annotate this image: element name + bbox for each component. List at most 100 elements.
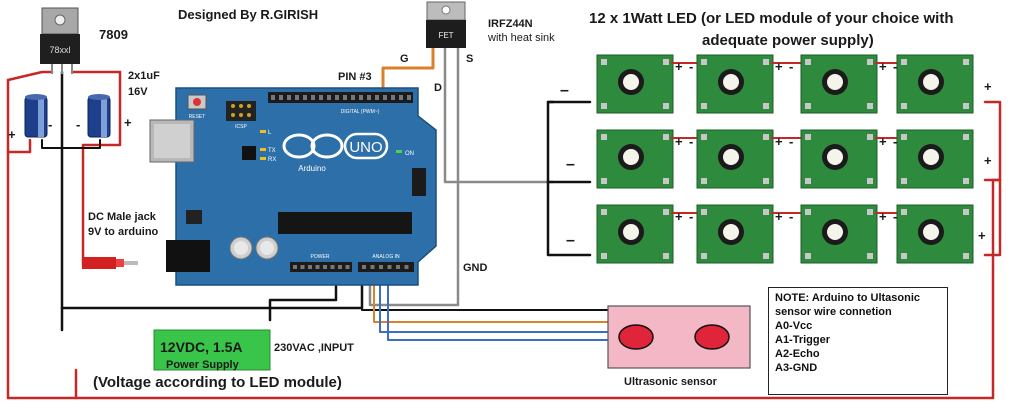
header-pin	[391, 95, 395, 100]
orange-wire-gate	[381, 46, 435, 100]
header-pin	[295, 95, 299, 100]
icsp-header	[226, 101, 256, 121]
capacitor-right	[87, 94, 111, 138]
psu-voltage-note: (Voltage according to LED module)	[93, 374, 342, 391]
label-analog: ANALOG IN	[372, 254, 400, 260]
pin3-label: PIN #3	[338, 71, 372, 83]
header-pin	[404, 265, 409, 269]
red-wire-reg-output	[6, 70, 54, 82]
led-minus-mark: -	[789, 59, 794, 74]
led-plus-mark: +	[675, 59, 683, 74]
dc-jack-label-1: DC Male jack	[88, 211, 156, 223]
led-module	[896, 129, 974, 189]
header-pin	[271, 95, 275, 100]
header-pin	[396, 265, 400, 269]
header-pin	[383, 95, 387, 100]
led-module	[596, 54, 674, 114]
header-pin	[303, 95, 307, 100]
header-pin	[311, 95, 315, 100]
capacitor-label-1: 2x1uF	[128, 70, 160, 82]
capacitor-left	[24, 94, 48, 138]
black-wire-cap-gnd2	[61, 139, 101, 149]
gray-wire-drain-led	[443, 46, 555, 184]
atmega-chip	[278, 212, 412, 234]
psu-subtitle: Power Supply	[166, 359, 239, 371]
led-module	[896, 204, 974, 264]
note-line-5: A2-Echo	[775, 348, 820, 360]
led-module	[696, 129, 774, 189]
header-pin	[300, 265, 305, 269]
header-pin	[362, 265, 366, 269]
mosfet-label-1: IRFZ44N	[488, 18, 533, 30]
led-row2-minus: –	[566, 156, 575, 173]
header-pin	[308, 265, 312, 269]
led-plus-mark: +	[775, 134, 783, 149]
header-pin	[319, 95, 323, 100]
wires	[6, 46, 1002, 400]
led-minus-mark: -	[893, 134, 898, 149]
arduino-uno-board: UNO Arduino L TX RX ON POWER ANALOG IN D…	[149, 87, 437, 286]
led-minus-mark: -	[689, 59, 694, 74]
regulator-label: 7809	[99, 27, 128, 42]
black-wire-sensor-a3	[361, 274, 621, 311]
psu-input-label: 230VAC ,INPUT	[274, 342, 354, 354]
header-pin	[327, 95, 331, 100]
mosfet-pin-g: G	[400, 53, 409, 65]
led-plus-mark: +	[675, 209, 683, 224]
sensor-eye-right	[694, 324, 730, 350]
led-minus-mark: -	[789, 134, 794, 149]
usb-chip	[242, 146, 256, 160]
led-minus-mark: -	[689, 209, 694, 224]
designer-title: Designed By R.GIRISH	[178, 7, 319, 22]
dc-jack-label-2: 9V to arduino	[88, 226, 159, 238]
led-title-line2: adequate power supply)	[702, 32, 874, 49]
header-pin	[338, 265, 342, 269]
header-pin	[399, 95, 403, 100]
led-plus-mark: +	[879, 59, 887, 74]
ultrasonic-sensor	[607, 305, 751, 369]
led-plus-mark: +	[775, 209, 783, 224]
gnd-label: GND	[463, 262, 488, 274]
header-pin	[370, 265, 375, 269]
label-reset: RESET	[189, 114, 206, 120]
led-module	[696, 54, 774, 114]
header-pin	[343, 95, 347, 100]
led-module	[596, 204, 674, 264]
red-wire-cap-left	[6, 138, 32, 154]
power-header	[290, 262, 352, 272]
analog-header	[358, 262, 414, 272]
blue-wire-a1	[379, 271, 613, 333]
header-pin	[287, 95, 291, 100]
arduino-brand-text: Arduino	[298, 164, 326, 173]
header-pin	[345, 265, 350, 269]
led-module	[800, 204, 878, 264]
led-module	[896, 54, 974, 114]
red-wire-bottom-loop	[6, 78, 995, 400]
onboard-regulator	[186, 210, 202, 224]
sensor-eye-left	[618, 324, 654, 350]
red-wire-cap-right	[81, 70, 122, 267]
header-pin	[387, 265, 392, 269]
led-title: 12 x 1Watt LED (or LED module of your ch…	[589, 10, 954, 27]
header-pin	[351, 95, 355, 100]
led-minus-mark: -	[689, 134, 694, 149]
label-l: L	[268, 130, 272, 136]
voltage-regulator: 78xxl	[40, 7, 80, 74]
label-tx: TX	[268, 148, 276, 154]
mosfet: FET	[426, 1, 466, 48]
led-module	[800, 54, 878, 114]
led-minus-mark: -	[789, 209, 794, 224]
led-array	[596, 54, 974, 264]
led-row1-plus: +	[984, 79, 992, 94]
header-pin	[407, 95, 411, 100]
cap-left-plus: +	[8, 127, 16, 142]
blue-wire-a2	[387, 271, 613, 341]
header-pin	[279, 95, 283, 100]
mosfet-chip-text: FET	[438, 31, 453, 40]
arduino-logo: UNO Arduino	[282, 132, 389, 173]
psu-title: 12VDC, 1.5A	[160, 339, 243, 355]
led-row3-minus: –	[566, 232, 575, 249]
led-module	[596, 129, 674, 189]
orange-wire-a0	[373, 271, 613, 323]
